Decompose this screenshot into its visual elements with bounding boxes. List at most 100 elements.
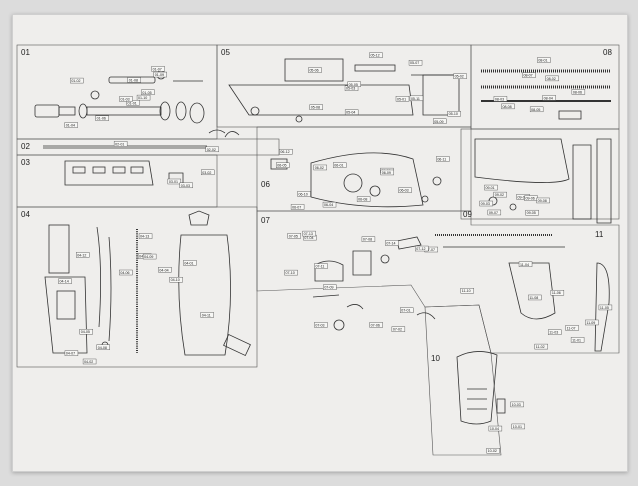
part-tag-01-03: 01-03 bbox=[119, 96, 133, 102]
part-tag-05-08: 05-08 bbox=[309, 104, 323, 110]
part-tag-03-03: 03-03 bbox=[179, 182, 193, 189]
svg-text:06-11: 06-11 bbox=[437, 157, 446, 161]
part-tag-01-04: 01-04 bbox=[64, 122, 78, 128]
svg-text:01-04: 01-04 bbox=[66, 124, 75, 128]
svg-text:06-09: 06-09 bbox=[382, 171, 391, 175]
part-tag-05-01: 05-01 bbox=[395, 96, 410, 102]
svg-text:01-03: 01-03 bbox=[120, 97, 129, 101]
svg-text:04-14: 04-14 bbox=[60, 280, 69, 284]
svg-text:11-05: 11-05 bbox=[600, 306, 609, 310]
part-tag-07-02: 07-02 bbox=[391, 326, 406, 332]
part-tag-01-06: 01-06 bbox=[95, 115, 109, 121]
section-10-frame bbox=[424, 304, 502, 456]
part-tag-07-08: 07-08 bbox=[361, 236, 376, 242]
part-tag-04-13: 04-13 bbox=[138, 233, 153, 239]
section-10-label: 10 bbox=[431, 354, 440, 363]
part-tag-11-04: 11-04 bbox=[518, 261, 533, 267]
svg-text:05-11: 05-11 bbox=[411, 97, 420, 101]
svg-text:04-13: 04-13 bbox=[140, 235, 149, 239]
part-tag-10-03: 10-03 bbox=[510, 401, 524, 408]
part-tag-07-05: 07-05 bbox=[287, 233, 301, 239]
section-01-label: 01 bbox=[21, 48, 30, 57]
svg-text:03-02: 03-02 bbox=[202, 171, 211, 175]
svg-text:04-07: 04-07 bbox=[66, 352, 75, 356]
svg-text:07-07: 07-07 bbox=[426, 248, 435, 252]
svg-text:09-02: 09-02 bbox=[495, 193, 504, 197]
svg-text:05-10: 05-10 bbox=[449, 112, 458, 116]
svg-text:01-06: 01-06 bbox=[97, 117, 106, 121]
part-tag-05-02: 05-02 bbox=[453, 73, 467, 79]
part-tag-08-03: 08-03 bbox=[493, 96, 508, 102]
part-tag-07-10: 07-10 bbox=[284, 269, 298, 276]
part-tag-09-03: 09-03 bbox=[479, 200, 493, 207]
part-tag-09-08: 09-08 bbox=[536, 197, 550, 204]
section-11-label: 11 bbox=[595, 230, 604, 239]
svg-text:08-05: 08-05 bbox=[531, 108, 540, 112]
part-tag-04-04: 04-04 bbox=[158, 267, 172, 273]
part-tag-02-02: 02-02 bbox=[205, 146, 219, 153]
svg-text:10-02: 10-02 bbox=[488, 449, 497, 453]
part-tag-11-08: 11-08 bbox=[528, 294, 542, 301]
svg-text:01-10: 01-10 bbox=[138, 96, 147, 100]
svg-text:11-09: 11-09 bbox=[586, 321, 595, 325]
svg-text:11-06: 11-06 bbox=[552, 291, 561, 295]
part-tag-07-03: 07-03 bbox=[314, 322, 328, 328]
svg-text:01-01: 01-01 bbox=[128, 101, 137, 105]
svg-text:07-02: 07-02 bbox=[393, 328, 402, 332]
part-tag-04-01: 04-01 bbox=[183, 260, 197, 266]
part-tag-07-01: 07-01 bbox=[400, 307, 414, 313]
svg-text:10-04: 10-04 bbox=[490, 427, 499, 431]
svg-text:09-04: 09-04 bbox=[518, 195, 527, 199]
svg-text:02-02: 02-02 bbox=[207, 148, 216, 152]
svg-text:05-09: 05-09 bbox=[434, 120, 443, 124]
part-tag-06-02: 06-02 bbox=[313, 164, 327, 171]
svg-text:01-05: 01-05 bbox=[142, 91, 151, 95]
svg-text:06-04: 06-04 bbox=[324, 203, 333, 207]
svg-text:08-04: 08-04 bbox=[544, 96, 553, 100]
svg-text:01-07: 01-07 bbox=[153, 67, 162, 71]
part-tag-06-12: 06-12 bbox=[279, 148, 293, 155]
part-tag-08-04: 08-04 bbox=[542, 95, 556, 101]
part-tag-06-05: 06-05 bbox=[276, 162, 290, 168]
part-tag-08-06: 08-06 bbox=[571, 89, 586, 95]
svg-text:04-09: 04-09 bbox=[144, 255, 153, 259]
svg-text:07-05: 07-05 bbox=[289, 234, 298, 238]
svg-text:04-02: 04-02 bbox=[84, 360, 93, 364]
part-tag-09-01: 09-01 bbox=[484, 184, 498, 191]
svg-text:07-14: 07-14 bbox=[386, 241, 395, 245]
svg-text:05-02: 05-02 bbox=[455, 75, 464, 79]
svg-text:06-08: 06-08 bbox=[358, 198, 367, 202]
section-09-label: 09 bbox=[463, 210, 472, 219]
part-tag-11-03: 11-03 bbox=[548, 329, 562, 335]
svg-text:07-10: 07-10 bbox=[286, 271, 295, 275]
part-tag-08-02: 08-02 bbox=[545, 75, 559, 82]
part-tag-11-07: 11-07 bbox=[565, 325, 579, 331]
svg-text:05-06: 05-06 bbox=[309, 69, 318, 73]
part-tag-05-06: 05-06 bbox=[308, 67, 322, 73]
svg-text:07-11: 07-11 bbox=[315, 265, 324, 269]
part-tag-07-13: 07-13 bbox=[302, 230, 316, 237]
svg-text:11-07: 11-07 bbox=[567, 326, 576, 330]
section-04-label: 04 bbox=[21, 210, 30, 219]
svg-text:07-04: 07-04 bbox=[304, 236, 313, 240]
part-tag-06-03: 06-03 bbox=[398, 187, 412, 193]
svg-text:06-10: 06-10 bbox=[299, 192, 308, 196]
part-tag-06-08: 06-08 bbox=[356, 196, 371, 202]
svg-text:04-11: 04-11 bbox=[202, 313, 211, 317]
part-tag-07-09: 07-09 bbox=[323, 284, 337, 290]
part-tag-09-02: 09-02 bbox=[493, 191, 507, 198]
section-08-label: 08 bbox=[603, 48, 612, 57]
svg-text:02-01: 02-01 bbox=[115, 142, 124, 146]
exploded-view-canvas: 010203040506070809101101-0101-0201-0301-… bbox=[16, 44, 620, 456]
svg-text:04-01: 04-01 bbox=[184, 261, 193, 265]
part-tag-10-02: 10-02 bbox=[486, 448, 500, 454]
svg-text:05-07: 05-07 bbox=[410, 61, 419, 65]
svg-text:11-04: 11-04 bbox=[520, 263, 529, 267]
svg-text:01-09: 01-09 bbox=[155, 73, 164, 77]
part-tag-06-10: 06-10 bbox=[297, 191, 311, 197]
part-tag-04-05: 04-05 bbox=[79, 328, 93, 335]
svg-text:10-03: 10-03 bbox=[512, 403, 521, 407]
svg-text:05-03: 05-03 bbox=[346, 87, 355, 91]
part-tag-11-05: 11-05 bbox=[598, 304, 613, 311]
